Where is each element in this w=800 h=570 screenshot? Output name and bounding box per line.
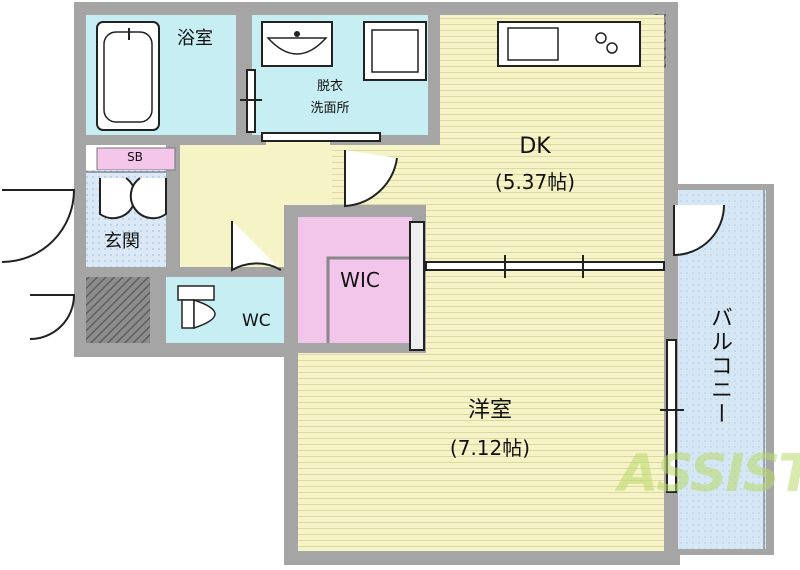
dressing-label-line1: 脱衣: [316, 79, 343, 94]
bath-label: 浴室: [177, 28, 213, 49]
assist-watermark: ASSIST: [618, 444, 800, 504]
dressing-label-line2: 洗面所: [310, 101, 350, 116]
western-room-floor-top: [426, 267, 664, 278]
wc-label: WC: [242, 311, 271, 331]
dk-label: DK: [519, 134, 551, 159]
kitchen-counter-icon: [497, 21, 641, 67]
western-room-size-label: (7.12帖): [449, 436, 531, 460]
dk-size-label: (5.37帖): [494, 170, 576, 194]
washbasin-icon: [261, 21, 333, 67]
entrance-label: 玄関: [104, 231, 140, 252]
partition-ticks: [240, 99, 684, 411]
utility-space: [86, 277, 150, 343]
balcony-label: バルコニー: [707, 306, 732, 426]
wic-floor: [298, 217, 412, 343]
dk-floor-lower: [426, 205, 664, 267]
bathtub-icon: [96, 21, 160, 131]
sb-label: SB: [127, 150, 143, 164]
door-swings: [1, 150, 725, 340]
western-room-label: 洋室: [467, 398, 512, 423]
wic-label: WIC: [340, 268, 380, 292]
toilet-icon: [177, 285, 216, 330]
washing-machine-icon: [363, 21, 427, 81]
